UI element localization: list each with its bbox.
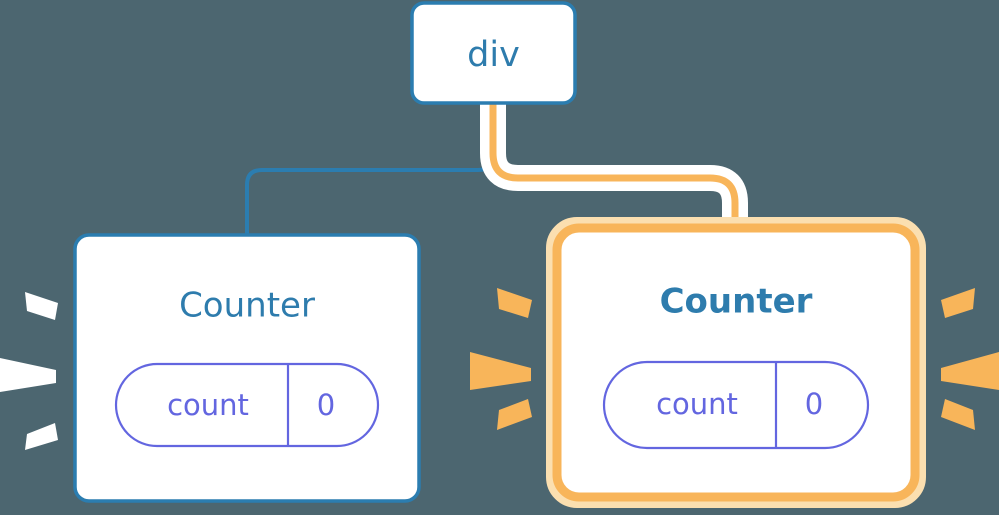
spark-wedge-icon	[470, 352, 531, 390]
spark-group-left-counter	[0, 292, 58, 450]
spark-group-right-counter-right	[941, 288, 999, 430]
state-pill-outline	[114, 362, 380, 448]
spark-wedge-icon	[941, 288, 975, 318]
spark-wedge-icon	[25, 292, 58, 320]
spark-group-right-counter-left	[470, 288, 532, 430]
edge-div-to-counter-right	[489, 103, 739, 248]
spark-wedge-icon	[25, 423, 58, 450]
div-node-label: div	[467, 35, 520, 75]
spark-wedge-icon	[941, 352, 999, 390]
counter-left-state-value: 0	[317, 388, 335, 422]
div-node-box[interactable]	[410, 1, 577, 105]
counter-right-highlight-halo	[546, 217, 926, 508]
spark-wedge-icon	[941, 399, 975, 430]
counter-right-title: Counter	[660, 282, 813, 322]
edge-div-to-counter-left	[245, 103, 495, 240]
counter-left-state-pill[interactable]: count 0	[114, 362, 380, 448]
counter-right-state-pill[interactable]: count 0	[602, 360, 870, 450]
spark-wedge-icon	[497, 399, 532, 430]
spark-wedge-icon	[0, 358, 56, 392]
node-div[interactable]: div	[410, 1, 577, 105]
counter-right-state-value: 0	[805, 387, 823, 421]
node-counter-right[interactable]: Counter count 0	[546, 217, 926, 508]
spark-wedge-icon	[497, 288, 532, 318]
node-counter-left[interactable]: Counter count 0	[73, 233, 421, 503]
counter-right-state-name: count	[656, 387, 738, 421]
state-pill-outline	[602, 360, 870, 450]
counter-left-title: Counter	[179, 286, 315, 326]
counter-left-state-name: count	[167, 388, 249, 422]
